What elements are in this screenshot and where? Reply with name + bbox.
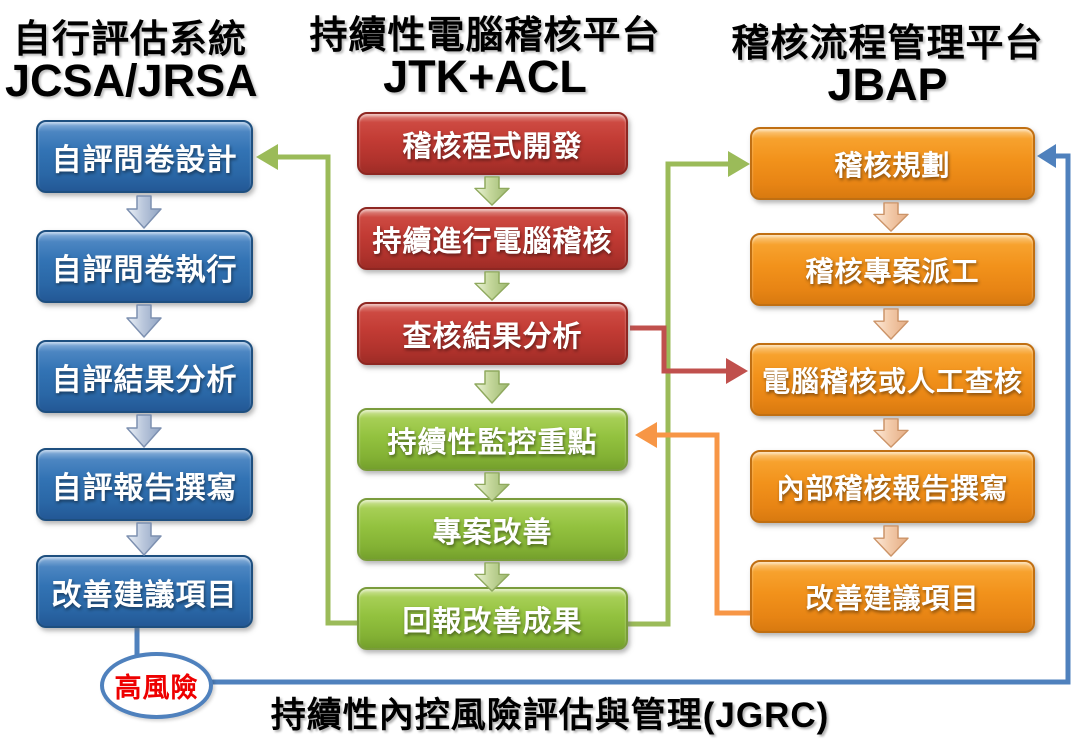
- high-risk-oval: 高風險: [100, 652, 213, 719]
- connector-red-to-computer-audit-line: [630, 325, 727, 374]
- down-arrow-icon: [474, 472, 510, 502]
- connector-orange-arrowhead: [635, 422, 657, 448]
- connector-green-to-jcsa-arrowhead: [256, 144, 278, 170]
- connector-green-to-jcsa-line: [277, 154, 357, 626]
- box-self-questionnaire-design: 自評問卷設計: [36, 120, 253, 193]
- box-audit-project-dispatch: 稽核專案派工: [750, 233, 1035, 306]
- column-title-jcsa-line2: JCSA/JRSA: [5, 55, 258, 106]
- high-risk-label: 高風險: [114, 673, 199, 703]
- down-arrow-icon: [873, 308, 909, 340]
- box-project-improvement: 專案改善: [357, 498, 628, 561]
- connector-blue-arrowhead: [1037, 144, 1056, 168]
- box-report-improvement-results: 回報改善成果: [357, 587, 628, 650]
- box-audit-planning: 稽核規劃: [750, 127, 1035, 200]
- box-continuous-monitoring-points: 持續性監控重點: [357, 408, 628, 471]
- connector-orange-to-monitoring-line: [656, 432, 751, 616]
- box-self-result-analysis: 自評結果分析: [36, 340, 253, 413]
- down-arrow-icon: [474, 271, 510, 301]
- down-arrow-icon: [873, 202, 909, 232]
- box-self-report-writing: 自評報告撰寫: [36, 448, 253, 521]
- box-internal-audit-report-writing: 內部稽核報告撰寫: [750, 450, 1035, 523]
- down-arrow-icon: [873, 418, 909, 448]
- column-title-jcsa-line1: 自行評估系統: [12, 19, 247, 61]
- box-audit-program-development: 稽核程式開發: [357, 112, 628, 175]
- box-computer-or-manual-audit: 電腦稽核或人工查核: [750, 343, 1035, 416]
- box-improvement-suggestions-right: 改善建議項目: [750, 560, 1035, 633]
- down-arrow-icon: [474, 176, 510, 206]
- column-title-jbap-line2: JBAP: [827, 59, 948, 110]
- box-self-questionnaire-execution: 自評問卷執行: [36, 230, 253, 303]
- column-title-jcsa: 自行評估系統 JCSA/JRSA: [5, 19, 258, 106]
- column-title-jtk-line1: 持續性電腦稽核平台: [309, 15, 661, 57]
- down-arrow-icon: [126, 414, 162, 448]
- down-arrow-icon: [126, 522, 162, 556]
- column-title-jtk-line2: JTK+ACL: [383, 51, 587, 102]
- down-arrow-icon: [873, 525, 909, 557]
- connector-green-to-jbap-line: [627, 161, 729, 627]
- box-improvement-suggestions-left: 改善建議項目: [36, 555, 253, 628]
- column-title-jtk-acl: 持續性電腦稽核平台 JTK+ACL: [285, 15, 685, 102]
- connector-green-to-jbap-arrowhead: [728, 151, 750, 177]
- down-arrow-icon: [126, 304, 162, 338]
- down-arrow-icon: [474, 562, 510, 592]
- box-audit-result-analysis: 查核結果分析: [357, 302, 628, 365]
- column-title-jbap-line1: 稽核流程管理平台: [731, 23, 1044, 65]
- box-continuous-computer-audit: 持續進行電腦稽核: [357, 207, 628, 270]
- bottom-title: 持續性內控風險評估與管理(JGRC): [270, 696, 830, 735]
- down-arrow-icon: [126, 195, 162, 229]
- down-arrow-icon: [474, 370, 510, 404]
- column-title-jbap: 稽核流程管理平台 JBAP: [710, 23, 1065, 110]
- connector-red-arrowhead: [726, 358, 748, 384]
